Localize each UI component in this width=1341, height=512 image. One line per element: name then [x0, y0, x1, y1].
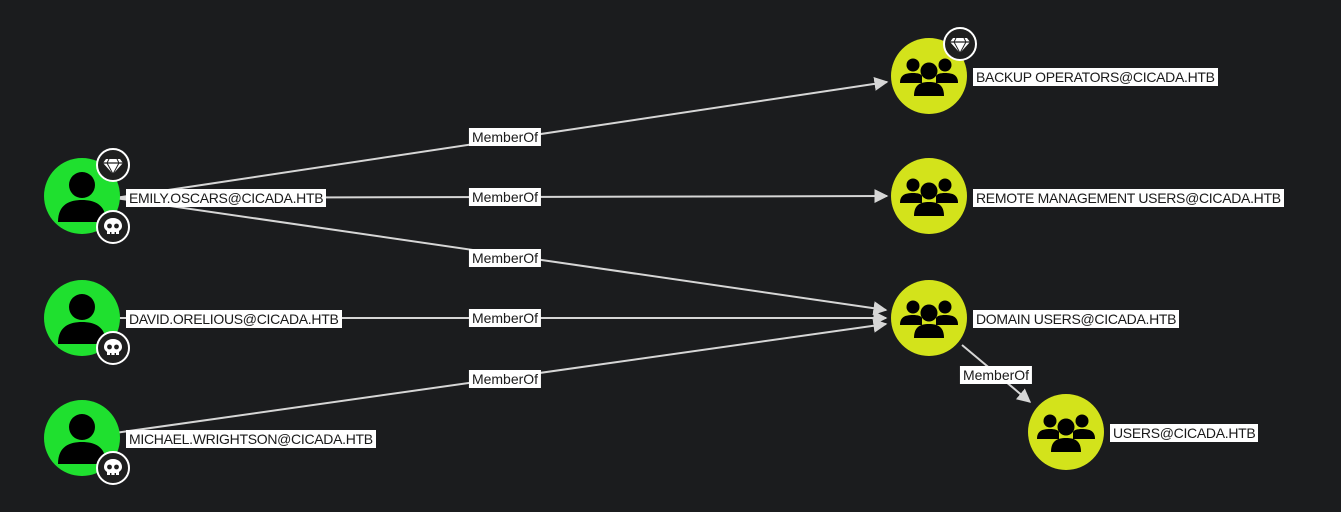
node-label-users: USERS@CICADA.HTB — [1110, 424, 1259, 442]
diamond-icon — [96, 148, 130, 182]
node-users[interactable] — [1028, 394, 1104, 470]
node-label-backup-operators: BACKUP OPERATORS@CICADA.HTB — [973, 68, 1218, 86]
edge-label-emily-backup[interactable]: MemberOf — [468, 128, 542, 146]
skull-icon — [96, 331, 130, 365]
node-label-david-orelious: DAVID.ORELIOUS@CICADA.HTB — [126, 310, 342, 328]
user-icon — [58, 414, 106, 464]
node-label-emily-oscars: EMILY.OSCARS@CICADA.HTB — [126, 189, 327, 207]
user-icon — [58, 172, 106, 222]
group-icon — [1037, 414, 1095, 452]
node-label-michael-wrightson: MICHAEL.WRIGHTSON@CICADA.HTB — [126, 430, 376, 448]
node-david-orelious[interactable] — [44, 280, 120, 356]
edge-label-emily-remote[interactable]: MemberOf — [468, 188, 542, 206]
skull-icon — [96, 451, 130, 485]
edge-label-david-domain[interactable]: MemberOf — [468, 309, 542, 327]
node-domain-users[interactable] — [891, 280, 967, 356]
skull-icon — [96, 210, 130, 244]
group-icon — [900, 300, 958, 338]
edge-label-michael-domain[interactable]: MemberOf — [468, 370, 542, 388]
node-label-remote-management-users: REMOTE MANAGEMENT USERS@CICADA.HTB — [973, 189, 1284, 207]
group-icon — [900, 58, 958, 96]
node-label-domain-users: DOMAIN USERS@CICADA.HTB — [973, 310, 1180, 328]
group-icon — [900, 178, 958, 216]
edge-label-emily-domain[interactable]: MemberOf — [468, 249, 542, 267]
edge-label-domain-users[interactable]: MemberOf — [959, 366, 1033, 384]
node-remote-management-users[interactable] — [891, 158, 967, 234]
user-icon — [58, 294, 106, 344]
diamond-icon — [943, 27, 977, 61]
